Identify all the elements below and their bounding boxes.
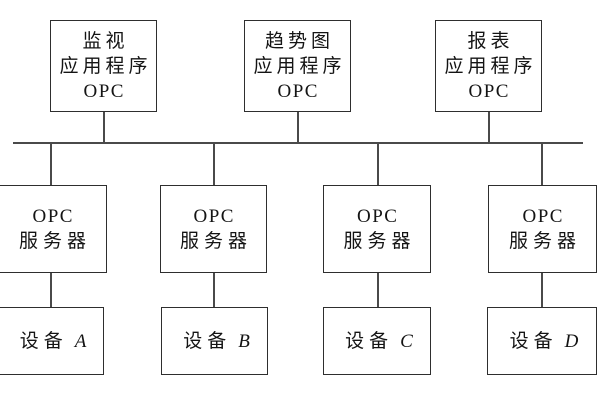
device-box-d: 设备 D	[487, 307, 597, 375]
server-box-1-line1: OPC	[32, 206, 74, 227]
app-box-monitor-line1: 监视	[82, 30, 129, 52]
device-box-b: 设备 B	[161, 307, 268, 375]
connector-server4-to-deviceD	[541, 272, 543, 308]
app-box-trend-line3: OPC	[277, 80, 319, 102]
server-box-3: OPC 服务器	[323, 185, 431, 273]
connector-trend-to-bus	[297, 111, 299, 143]
device-a-label: 设备	[19, 330, 68, 352]
server-box-1: OPC 服务器	[0, 185, 107, 273]
server-box-2-line1: OPC	[193, 206, 235, 227]
device-b-id: B	[238, 330, 250, 352]
device-c-label: 设备	[345, 330, 394, 352]
app-box-trend-line1: 趋势图	[264, 30, 334, 52]
server-box-3-line1: OPC	[357, 206, 399, 227]
server-box-3-line2: 服务器	[343, 231, 416, 252]
app-box-monitor: 监视 应用程序 OPC	[50, 20, 157, 112]
device-d-label: 设备	[509, 330, 558, 352]
connector-bus-to-server2	[213, 143, 215, 186]
server-box-2: OPC 服务器	[160, 185, 267, 273]
connector-report-to-bus	[488, 111, 490, 143]
network-bus-line	[13, 142, 583, 144]
device-c-id: C	[400, 330, 413, 352]
connector-bus-to-server1	[50, 143, 52, 186]
connector-server1-to-deviceA	[50, 272, 52, 308]
connector-server2-to-deviceB	[213, 272, 215, 308]
server-box-1-line2: 服务器	[18, 231, 91, 252]
server-box-4: OPC 服务器	[488, 185, 597, 273]
connector-server3-to-deviceC	[377, 272, 379, 308]
device-a-id: A	[74, 330, 87, 352]
connector-monitor-to-bus	[103, 111, 105, 143]
app-box-report: 报表 应用程序 OPC	[435, 20, 542, 112]
device-box-c: 设备 C	[323, 307, 431, 375]
app-box-trend: 趋势图 应用程序 OPC	[244, 20, 351, 112]
app-box-monitor-line3: OPC	[83, 80, 125, 102]
server-box-4-line2: 服务器	[508, 231, 581, 252]
app-box-monitor-line2: 应用程序	[59, 55, 152, 77]
connector-bus-to-server4	[541, 143, 543, 186]
app-box-report-line3: OPC	[468, 80, 510, 102]
device-d-id: D	[564, 330, 579, 352]
server-box-4-line1: OPC	[522, 206, 564, 227]
connector-bus-to-server3	[377, 143, 379, 186]
server-box-2-line2: 服务器	[179, 231, 252, 252]
device-b-label: 设备	[183, 330, 232, 352]
device-box-a: 设备 A	[0, 307, 104, 375]
app-box-report-line2: 应用程序	[444, 55, 537, 77]
app-box-report-line1: 报表	[467, 30, 514, 52]
app-box-trend-line2: 应用程序	[253, 55, 346, 77]
